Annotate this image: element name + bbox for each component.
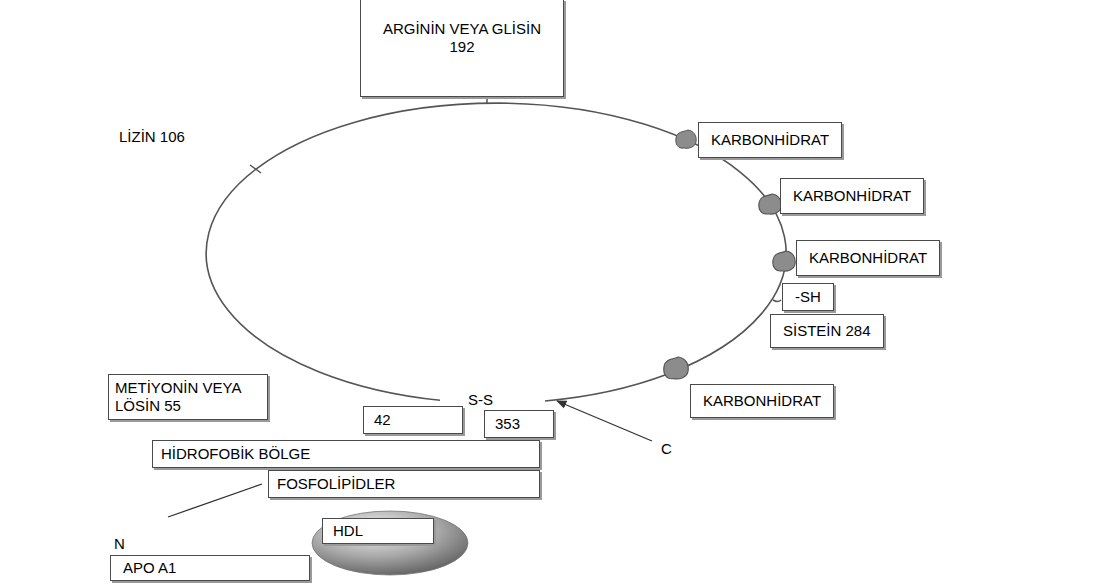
box-text: KARBONHİDRAT bbox=[711, 131, 829, 149]
box-text: 42 bbox=[374, 411, 452, 429]
residue-tick bbox=[250, 165, 261, 173]
label-box: KARBONHİDRAT bbox=[690, 384, 834, 418]
residue-label: S-S bbox=[467, 391, 494, 409]
label-box: 353 bbox=[484, 410, 554, 438]
box-text: 353 bbox=[495, 415, 543, 433]
label-box: FOSFOLİPİDLER bbox=[268, 470, 540, 498]
label-box: APO A1 bbox=[110, 555, 310, 581]
label-box: ARGİNİN VEYA GLİSİN 192 bbox=[360, 0, 564, 97]
carbohydrate-blob bbox=[676, 130, 696, 148]
box-text: FOSFOLİPİDLER bbox=[277, 475, 531, 493]
carbohydrate-blob bbox=[773, 251, 795, 271]
residue-label: LİZİN 106 bbox=[118, 128, 186, 146]
box-text: APO A1 bbox=[123, 559, 297, 577]
carbohydrate-blob bbox=[664, 357, 688, 379]
n-terminus-line bbox=[168, 484, 262, 517]
label-box: HDL bbox=[322, 518, 434, 544]
box-text: KARBONHİDRAT bbox=[809, 249, 927, 267]
box-text: METİYONİN VEYA LÖSİN 55 bbox=[115, 379, 261, 415]
label-box: KARBONHİDRAT bbox=[698, 122, 842, 158]
label-box: SİSTEİN 284 bbox=[770, 314, 884, 348]
c-terminus-arrow bbox=[557, 401, 652, 441]
box-text: SİSTEİN 284 bbox=[783, 322, 871, 340]
hdl-sphere bbox=[312, 511, 468, 575]
carbohydrate-blob bbox=[759, 194, 781, 214]
label-box: HİDROFOBİK BÖLGE bbox=[152, 440, 540, 468]
label-box: -SH bbox=[782, 283, 834, 311]
box-text: HİDROFOBİK BÖLGE bbox=[161, 445, 531, 463]
box-text: ARGİNİN VEYA GLİSİN 192 bbox=[371, 20, 553, 56]
residue-label: N bbox=[113, 535, 126, 553]
box-text: KARBONHİDRAT bbox=[793, 187, 911, 205]
label-box: KARBONHİDRAT bbox=[780, 178, 924, 214]
box-text: KARBONHİDRAT bbox=[703, 392, 821, 410]
box-text: -SH bbox=[795, 288, 821, 306]
label-box: METİYONİN VEYA LÖSİN 55 bbox=[108, 374, 268, 420]
box-text: HDL bbox=[333, 522, 423, 540]
residue-tick bbox=[773, 300, 781, 302]
residue-label: C bbox=[660, 440, 673, 458]
label-box: 42 bbox=[363, 406, 463, 434]
label-box: KARBONHİDRAT bbox=[796, 240, 940, 276]
